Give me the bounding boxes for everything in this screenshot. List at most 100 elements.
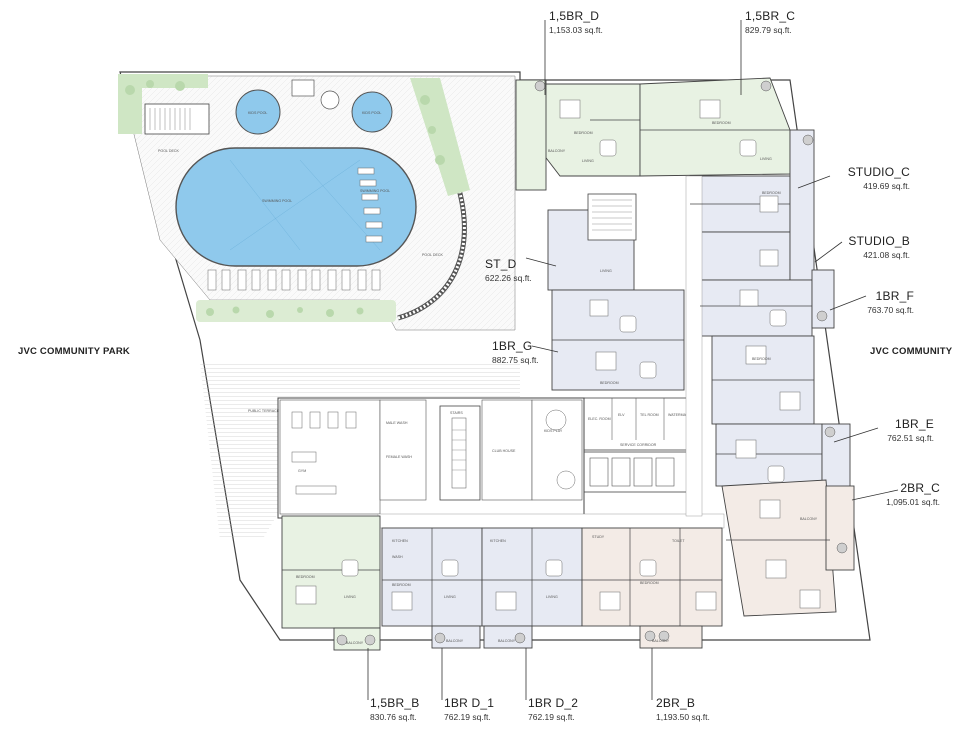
unit-block-1-5br-c (639, 77, 791, 177)
unit-area: 762.19 sq.ft. (528, 712, 575, 722)
room-label-balcony-4: BALCONY (346, 641, 364, 645)
utility-rooms (583, 397, 701, 451)
greenery-left (118, 74, 142, 134)
elec-room-label: ELEC. ROOM (588, 417, 611, 421)
unit-name: 1,5BR_C (745, 9, 796, 23)
unit-2br-b (581, 527, 723, 627)
unit-name: 1BR_F (875, 289, 914, 303)
male-wash-label: MALE WASH (386, 421, 408, 425)
service-corridor-label: SERVICE CORRIDOR (620, 443, 657, 447)
unit-label-1br-d-2[interactable]: 1BR D_2 762.19 sq.ft. (528, 697, 578, 722)
kids-play-label: KIDS PLAY (544, 429, 563, 433)
room-label-kitchen-2: KITCHEN (392, 539, 408, 543)
room-label-balcony-3: BALCONY (498, 639, 516, 643)
elv-label: ELV (618, 413, 625, 417)
room-label-living-6: LIVING (600, 269, 612, 273)
pool-beds-label: SWIMMING POOL (360, 189, 390, 193)
stairs-label: STAIRS (450, 411, 463, 415)
unit-area: 882.75 sq.ft. (492, 355, 539, 365)
room-label-wash-1: WASH (392, 555, 403, 559)
room-label-living-3: LIVING (546, 595, 558, 599)
room-label-balcony-6: BALCONY (548, 149, 566, 153)
unit-area: 1,095.01 sq.ft. (886, 497, 940, 507)
greenery-bottom (196, 300, 396, 322)
swimming-pool-label: SWIMMING POOL (262, 199, 292, 203)
room-label-toilet-1: TOILET (672, 539, 685, 543)
balcony-2br-c (825, 485, 855, 571)
room-label-balcony-1: BALCONY (652, 639, 670, 643)
room-label-living-4: LIVING (582, 159, 594, 163)
unit-name: STUDIO_C (847, 165, 910, 179)
pool-shower (291, 79, 315, 97)
unit-name: 1BR D_2 (528, 696, 579, 710)
room-label-living-2: LIVING (444, 595, 456, 599)
unit-area: 1,153.03 sq.ft. (549, 25, 603, 35)
unit-label-1br-d-1[interactable]: 1BR D_1 762.19 sq.ft. (444, 697, 494, 722)
room-label-kitchen-1: KITCHEN (490, 539, 506, 543)
unit-label-1-5br-b[interactable]: 1,5BR_B 830.76 sq.ft. (370, 697, 419, 722)
kids-pool-1 (235, 89, 281, 135)
unit-name: 1,5BR_D (549, 9, 600, 23)
unit-label-1br-e[interactable]: 1BR_E 762.51 sq.ft. (862, 418, 934, 443)
sun-loungers (207, 269, 381, 291)
unit-label-2br-c[interactable]: 2BR_C 1,095.01 sq.ft. (868, 482, 940, 507)
unit-area: 1,193.50 sq.ft. (656, 712, 710, 722)
unit-name: 2BR_B (656, 696, 696, 710)
kids-pool-1-label: KIDS POOL (248, 111, 267, 115)
unit-area: 419.69 sq.ft. (863, 181, 910, 191)
female-wash-label: FEMALE WASH (386, 455, 412, 459)
room-label-bedroom-2: BEDROOM (392, 583, 411, 587)
unit-1br-f (699, 279, 813, 337)
unit-label-studio-b[interactable]: STUDIO_B 421.08 sq.ft. (838, 235, 910, 260)
unit-area: 762.51 sq.ft. (887, 433, 934, 443)
unit-1-5br-b (281, 515, 381, 629)
side-label-left: JVC COMMUNITY PARK (18, 346, 130, 357)
public-terrace-label: PUBLIC TERRACE (248, 409, 280, 413)
room-label-living-1: LIVING (344, 595, 356, 599)
unit-label-studio-c[interactable]: STUDIO_C 419.69 sq.ft. (836, 166, 910, 191)
washrooms (379, 399, 427, 501)
unit-area: 622.26 sq.ft. (485, 273, 532, 283)
pool-deck-label-2: POOL DECK (422, 253, 443, 257)
unit-area: 763.70 sq.ft. (867, 305, 914, 315)
unit-label-1br-f[interactable]: 1BR_F 763.70 sq.ft. (846, 290, 914, 315)
unit-label-st-d[interactable]: ST_D 622.26 sq.ft. (485, 258, 532, 283)
balcony-studio (789, 129, 815, 281)
corridor-bottom (377, 513, 725, 529)
room-label-living-5: LIVING (760, 157, 772, 161)
balcony-1-5br-d (515, 79, 547, 191)
unit-name: STUDIO_B (848, 234, 910, 248)
kids-pool-2 (351, 91, 393, 133)
kids-pool-2-label: KIDS POOL (362, 111, 381, 115)
unit-label-1-5br-c[interactable]: 1,5BR_C 829.79 sq.ft. (745, 10, 795, 35)
unit-label-1-5br-d[interactable]: 1,5BR_D 1,153.03 sq.ft. (549, 10, 603, 35)
balcony-1br-d-1 (431, 625, 481, 649)
corridor-vertical (685, 175, 703, 517)
swimming-pool (175, 147, 417, 267)
unit-area: 421.08 sq.ft. (863, 250, 910, 260)
unit-name: ST_D (485, 257, 517, 271)
pool-deck-label-1: POOL DECK (158, 149, 179, 153)
room-label-bedroom-6: BEDROOM (762, 191, 781, 195)
stair-core-wing (587, 193, 637, 241)
room-label-study-1: STUDY (592, 535, 605, 539)
room-label-balcony-2: BALCONY (446, 639, 464, 643)
balcony-2br-b (639, 625, 703, 649)
side-label-right: JVC COMMUNITY (870, 346, 953, 357)
unit-label-1br-g[interactable]: 1BR_G 882.75 sq.ft. (492, 340, 539, 365)
room-label-balcony-5: BALCONY (800, 517, 818, 521)
room-label-bedroom-3: BEDROOM (640, 581, 659, 585)
tel-room-label: TEL ROOM (640, 413, 659, 417)
unit-name: 1,5BR_B (370, 696, 420, 710)
unit-name: 1BR D_1 (444, 696, 495, 710)
stair-block (144, 103, 210, 135)
room-label-bedroom-4: BEDROOM (574, 131, 593, 135)
unit-label-2br-b[interactable]: 2BR_B 1,193.50 sq.ft. (656, 697, 710, 722)
unit-area: 830.76 sq.ft. (370, 712, 417, 722)
gym-label: GYM (298, 469, 306, 473)
stairs-amenity (439, 405, 481, 501)
unit-2br-c (721, 479, 837, 617)
unit-name: 2BR_C (900, 481, 940, 495)
room-label-bedroom-8: BEDROOM (752, 357, 771, 361)
